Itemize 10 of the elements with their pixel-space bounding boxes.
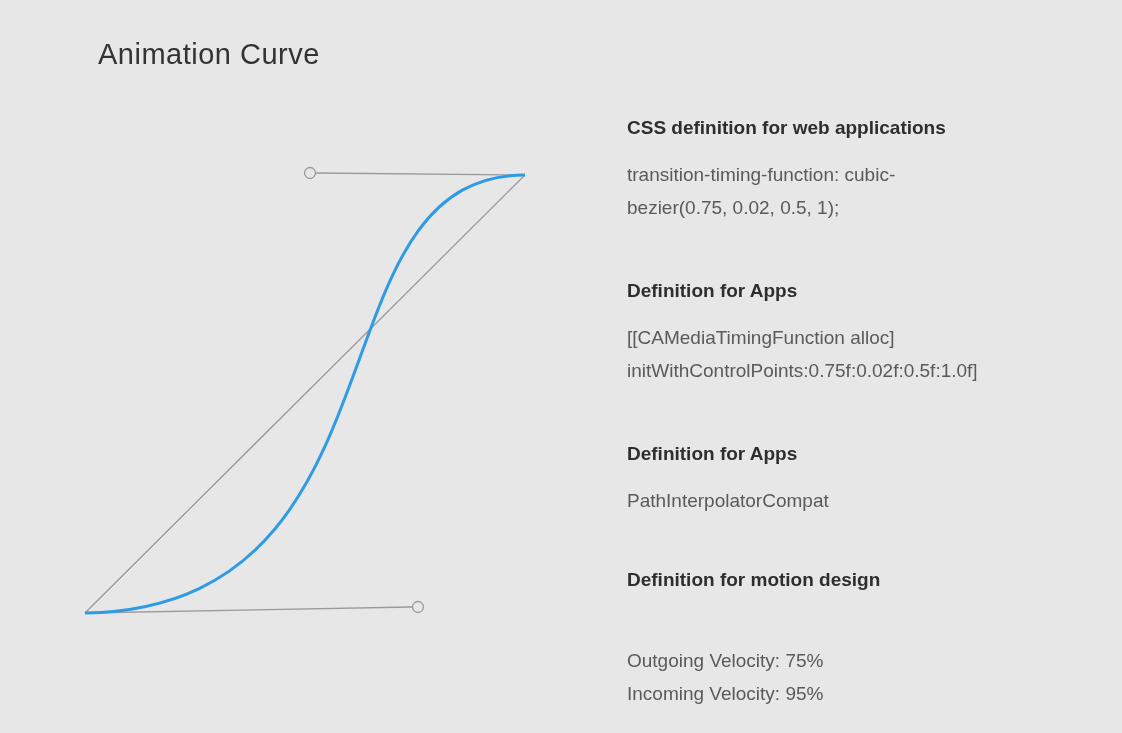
section-heading: Definition for Apps — [627, 443, 799, 465]
section-heading: Definition for Apps — [627, 280, 799, 302]
section-heading: Definition for motion design — [627, 569, 882, 591]
section-heading: CSS definition for web applications — [627, 117, 947, 139]
definition-text: Outgoing Velocity: 75% — [627, 649, 825, 673]
definition-text: [[CAMediaTimingFunction alloc] initWithControlPoints:0.75f:0.02f:0.5f:1.0f] — [627, 326, 979, 383]
definition-text: PathInterpolatorCompat — [627, 489, 830, 513]
definition-text: Incoming Velocity: 95% — [627, 682, 825, 706]
title: Animation Curve — [98, 38, 320, 71]
definition-text: transition-timing-function: cubic-bezier(0.75, 0.02, 0.5, 1); — [627, 163, 897, 220]
